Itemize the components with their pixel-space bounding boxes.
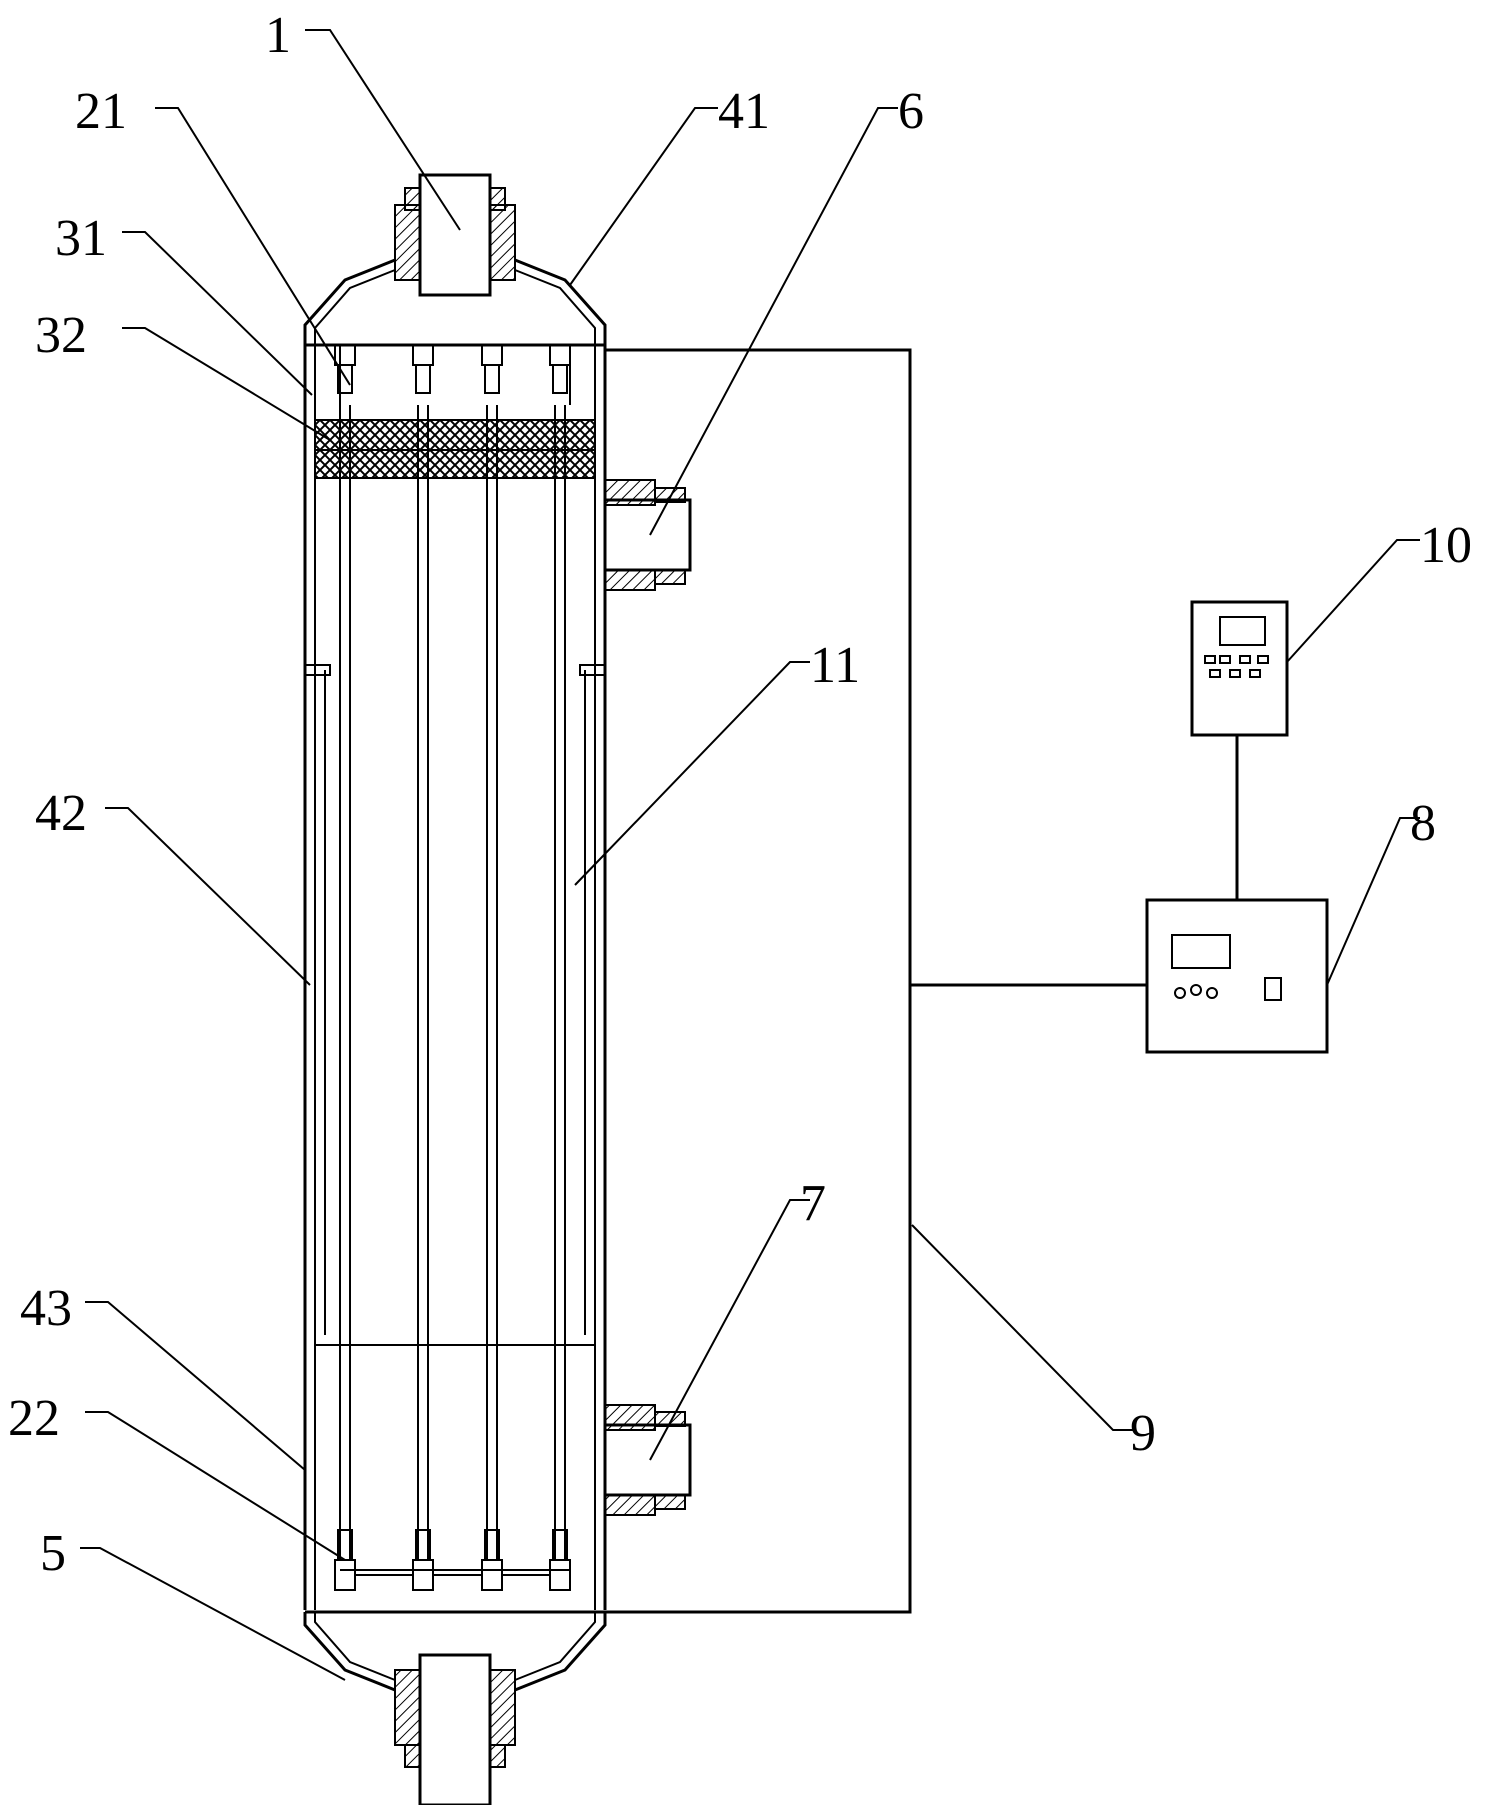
label-11: 11 bbox=[810, 637, 860, 694]
label-21: 21 bbox=[75, 83, 127, 140]
label-41: 41 bbox=[718, 83, 770, 140]
label-31: 31 bbox=[55, 210, 107, 267]
label-8: 8 bbox=[1410, 795, 1436, 852]
label-6: 6 bbox=[898, 83, 924, 140]
top-electrodes bbox=[334, 344, 571, 394]
power-wiring bbox=[605, 348, 1239, 1614]
reaction-tubes bbox=[339, 405, 566, 1560]
label-22: 22 bbox=[8, 1390, 60, 1447]
upper-side-nozzle bbox=[603, 479, 692, 591]
controller-box bbox=[1190, 600, 1289, 737]
top-inlet-pipe bbox=[394, 173, 516, 297]
bottom-outlet-pipe bbox=[394, 1653, 516, 1805]
label-9: 9 bbox=[1130, 1405, 1156, 1462]
power-supply-box bbox=[1145, 898, 1329, 1054]
label-32: 32 bbox=[35, 307, 87, 364]
label-10: 10 bbox=[1420, 517, 1472, 574]
label-43: 43 bbox=[20, 1280, 72, 1337]
label-5: 5 bbox=[40, 1525, 66, 1582]
label-1: 1 bbox=[265, 7, 291, 64]
top-head bbox=[303, 258, 607, 340]
bottom-head bbox=[303, 1612, 607, 1692]
callout-leaders bbox=[80, 29, 1420, 1681]
reactor-shell bbox=[303, 340, 607, 1614]
lower-side-nozzle bbox=[603, 1404, 692, 1516]
bottom-electrodes bbox=[334, 1529, 571, 1591]
label-7: 7 bbox=[800, 1175, 826, 1232]
label-42: 42 bbox=[35, 785, 87, 842]
filter-layers bbox=[314, 419, 596, 479]
